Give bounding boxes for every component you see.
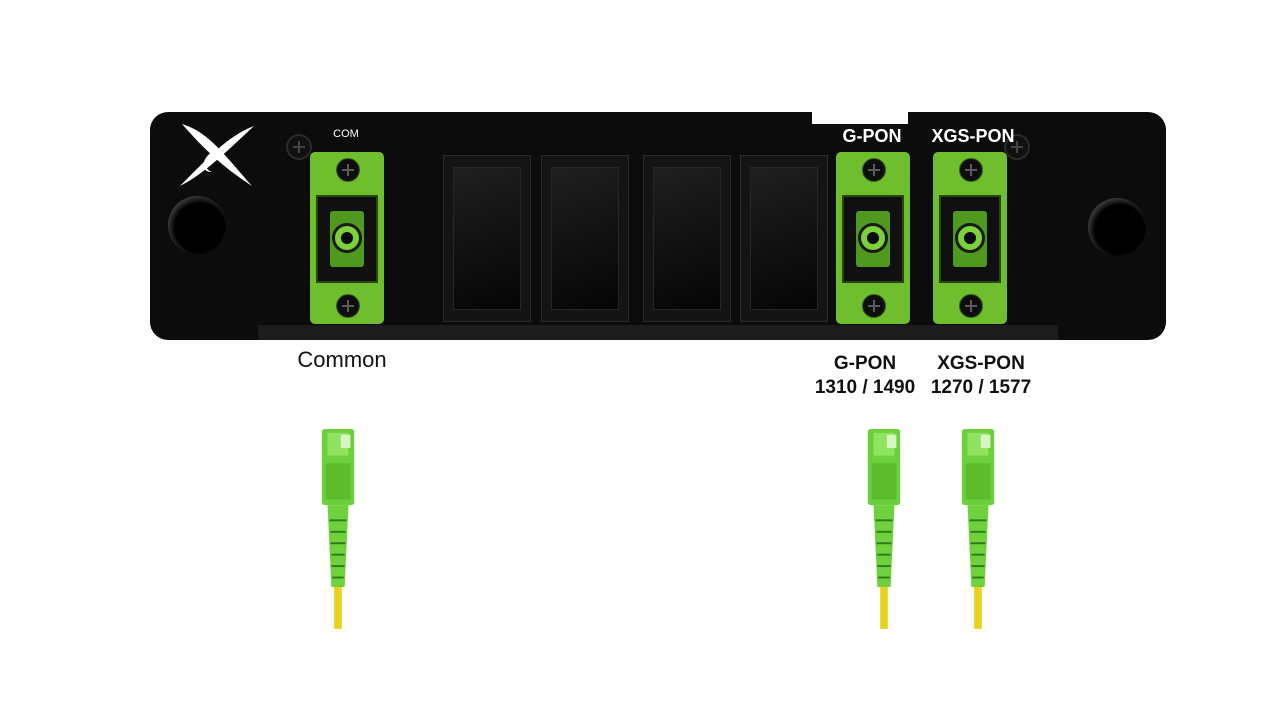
screw-icon xyxy=(336,158,360,182)
fiber-port-icon xyxy=(332,223,362,253)
common-sc-apc-connector-icon[interactable] xyxy=(318,420,358,636)
screw-icon xyxy=(959,158,983,182)
screw-icon xyxy=(862,158,886,182)
xgspon-port-adapter[interactable] xyxy=(933,152,1007,324)
xgspon-caption: XGS-PON 1270 / 1577 xyxy=(916,352,1046,400)
panel-top-notch xyxy=(812,112,908,124)
adapter-body xyxy=(939,195,1001,283)
panel-base-strip xyxy=(258,325,1058,340)
gpon-port-label: G-PON xyxy=(842,126,902,146)
blank-port xyxy=(541,155,629,322)
gpon-caption: G-PON 1310 / 1490 xyxy=(800,352,930,400)
common-caption: Common xyxy=(297,347,387,372)
xgspon-caption-wavelengths: 1270 / 1577 xyxy=(930,377,1032,398)
blank-port xyxy=(443,155,531,322)
screw-icon xyxy=(336,294,360,318)
xgspon-caption-name: XGS-PON xyxy=(937,353,1025,374)
gpon-sc-apc-connector-icon[interactable] xyxy=(864,420,904,636)
screw-icon xyxy=(959,294,983,318)
gpon-port-adapter[interactable] xyxy=(836,152,910,324)
brand-logo-icon xyxy=(180,124,254,186)
screw-icon xyxy=(286,134,312,160)
com-port-label: COM xyxy=(333,128,359,140)
adapter-body xyxy=(316,195,378,283)
blank-port xyxy=(643,155,731,322)
xgspon-port-label: XGS-PON xyxy=(931,126,1015,146)
com-port-adapter[interactable] xyxy=(310,152,384,324)
xgspon-sc-apc-connector-icon[interactable] xyxy=(958,420,998,636)
screw-icon xyxy=(1004,134,1030,160)
gpon-caption-name: G-PON xyxy=(833,353,897,374)
fiber-port-icon xyxy=(955,223,985,253)
screw-icon xyxy=(862,294,886,318)
right-mount-hole-icon xyxy=(1088,198,1146,256)
gpon-caption-wavelengths: 1310 / 1490 xyxy=(814,377,916,398)
fiber-port-icon xyxy=(858,223,888,253)
left-mount-hole-icon xyxy=(168,196,226,254)
blank-port xyxy=(740,155,828,322)
adapter-body xyxy=(842,195,904,283)
